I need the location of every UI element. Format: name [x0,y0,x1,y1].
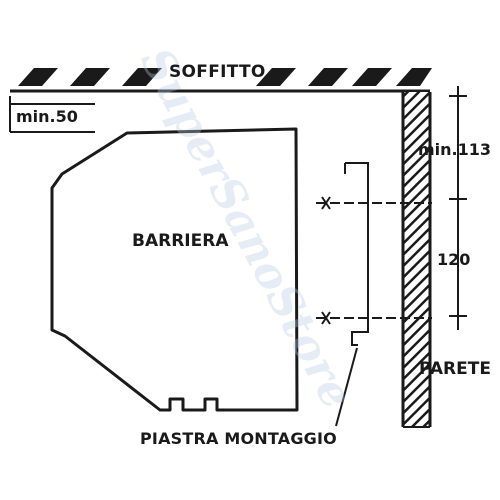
mounting-plate [344,162,369,346]
spacing-120-label: 120 [437,250,471,269]
mounting-bolts [316,196,432,325]
barrier-label: BARRIERA [132,231,229,251]
wall [401,92,432,428]
min113-label: min.113 [418,140,492,159]
barrier-outline [50,127,299,412]
vertical-dimensions [449,86,467,330]
mounting-plate-label: PIASTRA MONTAGGIO [140,429,337,448]
wall-label: PARETE [419,359,491,379]
min50-label: min.50 [16,107,78,126]
ceiling-label: SOFFITTO [169,62,266,82]
plate-leader-line [335,347,358,427]
ceiling-hatching [18,68,432,86]
min50-dimension [9,96,95,133]
